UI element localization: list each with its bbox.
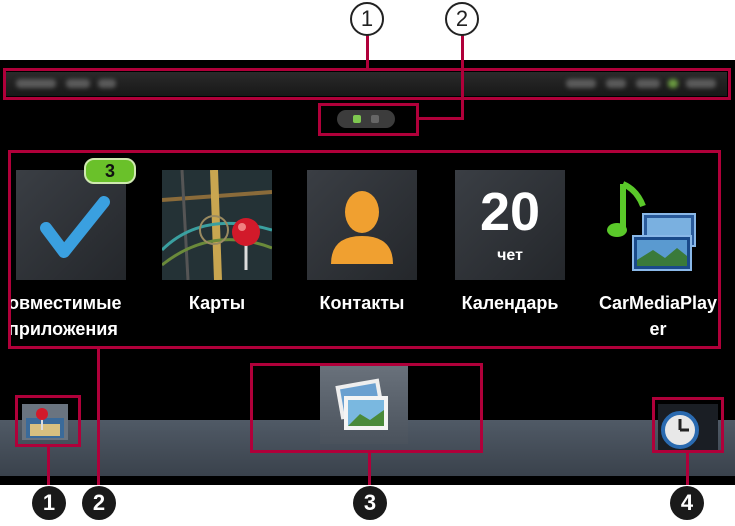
notification-badge: 3 [84,158,136,184]
app-label: Контакты [319,293,405,313]
callout-number: 4 [670,486,704,520]
callout-number: 2 [445,2,479,36]
callout-box-page-indicator [318,103,419,136]
callout-line [368,451,371,485]
dock-gallery[interactable] [320,364,408,444]
app-calendar[interactable]: 20 чет [455,170,565,280]
app-label: er [649,319,667,339]
callout-number: 1 [350,2,384,36]
callout-line [461,34,464,119]
calendar-day: 20 [479,182,541,242]
calendar-weekday: чет [497,247,523,264]
status-bar [6,72,727,96]
app-label: Карты [188,293,246,313]
app-label: Календарь [461,293,559,313]
music-note-icon [607,181,696,271]
callout-number: 2 [82,486,116,520]
callout-line [366,34,369,70]
callout-box-app-grid [8,150,721,349]
app-maps[interactable] [162,170,272,280]
app-carmediaplayer[interactable] [603,170,713,280]
callout-line [97,349,100,485]
checkmark-icon [40,196,110,258]
page-dot [371,115,379,123]
callout-line [418,117,464,120]
app-contacts[interactable] [307,170,417,280]
left-shortcut[interactable] [22,404,68,440]
callout-line [686,451,689,485]
callout-box-dock [250,363,483,453]
callout-number: 3 [353,486,387,520]
callout-box-right-shortcut [652,397,724,453]
map-pin-shortcut-icon [26,408,64,438]
right-shortcut[interactable] [658,404,718,450]
page-indicator[interactable] [337,110,395,128]
map-icon [162,170,272,280]
app-label: CarMediaPlay [598,293,718,313]
photo-gallery-icon [335,378,388,430]
callout-number: 1 [32,486,66,520]
callout-line [47,445,50,485]
callout-box-status-bar [3,68,731,100]
app-label: овместимые [8,293,122,313]
app-compatible-apps[interactable] [16,170,126,280]
clock-icon [661,411,699,449]
app-label: приложения [8,319,118,339]
callout-box-left-shortcut [15,395,81,447]
contact-person-icon [331,191,393,264]
page-dot-active [353,115,361,123]
